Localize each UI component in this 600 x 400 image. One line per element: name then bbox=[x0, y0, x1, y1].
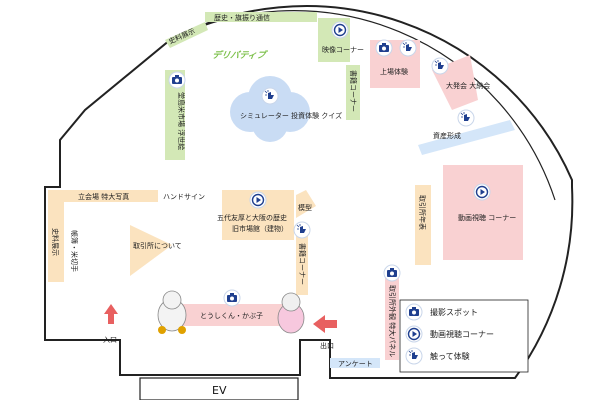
mascot-icon bbox=[157, 290, 187, 334]
outer-wall bbox=[44, 5, 574, 379]
torihiki-triangle bbox=[130, 225, 172, 276]
rekishi-hata-panel bbox=[205, 12, 317, 22]
camera-icon bbox=[168, 71, 186, 89]
gaikan-label: 取引所外観 特大パネル bbox=[388, 285, 397, 357]
shisan-panel bbox=[418, 120, 515, 155]
shiryo-top-panel bbox=[165, 22, 208, 48]
simulator-cloud bbox=[230, 76, 310, 142]
camera-icon bbox=[383, 264, 401, 282]
nenpyo-label: 取引所年表 bbox=[418, 195, 427, 230]
hanmi-label: 帳簿・米切手 bbox=[70, 230, 79, 272]
ev-box bbox=[139, 377, 299, 400]
video-icon bbox=[249, 191, 267, 209]
nenpyo-panel bbox=[415, 185, 431, 265]
kyu-shijo-label: 旧市場館（建物） bbox=[232, 224, 288, 233]
sim-label: シミュレーター 投資体験 クイズ bbox=[240, 111, 342, 120]
shoseki-mid-label: 書籍コーナー bbox=[298, 243, 307, 285]
shiryo-left-panel bbox=[48, 202, 64, 282]
arrow-left-icon bbox=[313, 315, 337, 333]
mascot-icon bbox=[277, 292, 305, 334]
dojima-panel bbox=[165, 70, 185, 160]
rekishi-hata-label: 歴史・旗振り通信 bbox=[214, 13, 270, 22]
douga-label: 動画視聴 コーナー bbox=[458, 213, 516, 222]
mokei-label: 模型 bbox=[298, 203, 312, 212]
enquete-label: アンケート bbox=[338, 360, 373, 368]
dojima-label: 堂島米市場 浮世絵 bbox=[177, 92, 186, 150]
arrow-up-icon bbox=[104, 304, 118, 324]
shoseki-top-label: 書籍コーナー bbox=[349, 70, 358, 112]
touch-icon bbox=[261, 87, 279, 105]
hand-sign-label: ハンドサイン bbox=[163, 193, 205, 201]
camera-icon bbox=[405, 303, 423, 321]
legend-camera: 撮影スポット bbox=[430, 307, 478, 317]
touch-icon bbox=[399, 39, 417, 57]
douga-box bbox=[443, 165, 523, 260]
tachiai-label: 立会場 特大写真 bbox=[78, 192, 129, 201]
toshi-panel bbox=[182, 304, 292, 326]
shoseki-mid-panel bbox=[296, 235, 308, 295]
legend-video: 動画視聴コーナー bbox=[430, 329, 494, 339]
touch-icon bbox=[457, 109, 475, 127]
exit-label: 出口 bbox=[320, 341, 334, 350]
camera-icon bbox=[375, 39, 393, 57]
shisan-label: 資産形成 bbox=[433, 131, 461, 140]
shiryo-left-label: 史料展示 bbox=[51, 228, 60, 256]
touch-icon bbox=[405, 347, 423, 365]
taihakkai-label: 大発会 大納会 bbox=[446, 81, 490, 90]
tachiai-panel bbox=[48, 190, 158, 202]
video-icon bbox=[405, 325, 423, 343]
logo-text: デリバティブ bbox=[211, 50, 268, 61]
video-icon bbox=[331, 21, 349, 39]
toshi-label: とうしくん・かぶ子 bbox=[200, 312, 263, 320]
touch-icon bbox=[431, 57, 449, 75]
entrance-label: 入口 bbox=[103, 336, 117, 344]
touch-icon bbox=[293, 221, 311, 239]
mokei-panel bbox=[296, 190, 316, 218]
shoseki-top-panel bbox=[346, 65, 360, 120]
eizo-corner-label: 映像コーナー bbox=[322, 45, 364, 54]
video-icon bbox=[473, 183, 491, 201]
torihiki-label: 取引所について bbox=[133, 241, 182, 250]
legend-touch: 触って体験 bbox=[430, 351, 470, 361]
ev-label: EV bbox=[212, 384, 227, 397]
joujou-label: 上場体験 bbox=[380, 67, 408, 76]
camera-icon bbox=[223, 289, 241, 307]
enquete-panel bbox=[330, 358, 380, 368]
godai-label: 五代友厚と大阪の歴史 bbox=[217, 213, 287, 222]
gaikan-panel bbox=[385, 278, 399, 360]
shiryo-top-label: 史料展示 bbox=[167, 26, 196, 46]
